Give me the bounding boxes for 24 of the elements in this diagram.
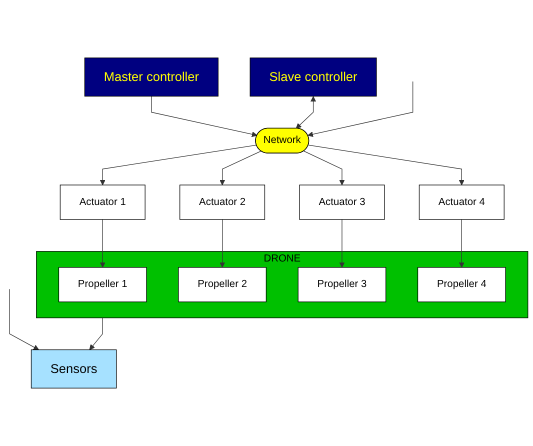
arrow [339, 219, 345, 268]
arrow [100, 219, 106, 268]
arrow [304, 150, 345, 186]
node-box: Actuator 1 [60, 184, 146, 220]
arrow [458, 219, 464, 268]
node-box: Sensors [30, 349, 117, 388]
node-box: Actuator 2 [180, 184, 266, 220]
node-box: Actuator 3 [299, 184, 385, 220]
node-box: Master controller [84, 58, 218, 97]
node-box: Slave controller [250, 58, 377, 97]
arrow [308, 81, 414, 138]
arrow [220, 150, 262, 186]
arrow [220, 219, 226, 268]
node-box: Propeller 1 [58, 267, 147, 302]
arrow [89, 318, 103, 350]
arrow [9, 288, 40, 350]
node-box: Propeller 3 [298, 267, 386, 302]
arrow [100, 144, 257, 186]
node-box: Actuator 4 [418, 184, 504, 220]
arrow [296, 96, 316, 129]
node-box: Propeller 4 [417, 267, 506, 302]
arrow [308, 144, 464, 186]
arrow [151, 96, 258, 138]
node-box: Propeller 2 [178, 267, 266, 302]
